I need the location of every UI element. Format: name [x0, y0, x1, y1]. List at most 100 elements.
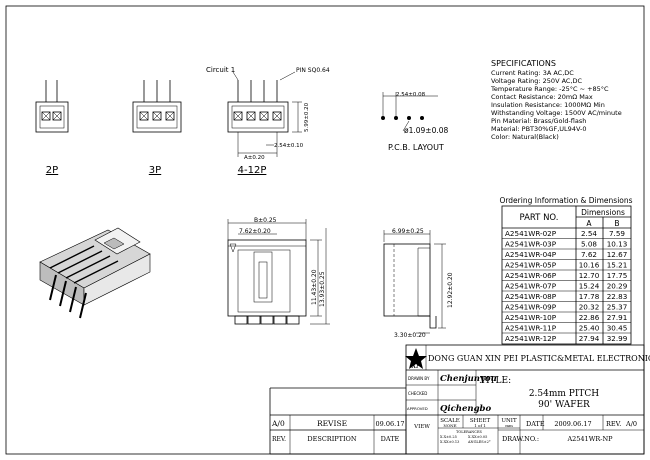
front-view: B±0.25 7.62±0.20 11.43±0.20 13.93±0.25 [227, 217, 330, 325]
col-b: B [614, 219, 619, 228]
col-date: DATE [381, 435, 400, 443]
order-dim-b: 7.59 [609, 229, 625, 238]
order-dim-b: 15.21 [607, 261, 628, 270]
title-label: TITLE: [480, 376, 511, 386]
order-dim-a: 17.78 [579, 292, 600, 301]
dim-h1: 11.43±0.20 [311, 269, 318, 305]
order-dim-b: 27.91 [607, 313, 628, 322]
dim-height-top: 5.99±0.20 [304, 102, 310, 132]
dim-side-bottom: 3.30±0.20 [394, 332, 426, 339]
drawno-value: A2541WR-NP [566, 435, 613, 443]
company-name: DONG GUAN XIN PEI PLASTIC&METAL ELECTRON… [428, 354, 650, 363]
company-logo: XP [405, 348, 427, 370]
order-part-no: A2541WR-11P [505, 324, 557, 333]
dim-pitch-bottom: 2.54±0.10 [274, 143, 304, 149]
tol-1: X.X±0.25 [440, 435, 457, 439]
spec-line: Temperature Range: -25°C ~ +85°C [490, 85, 609, 93]
col-rev: REV. [272, 436, 286, 443]
spec-title: SPECIFICATIONS [491, 59, 556, 68]
col-dims: Dimensions [581, 208, 625, 217]
order-part-no: A2541WR-12P [505, 334, 557, 343]
order-part-no: A2541WR-04P [505, 250, 557, 259]
order-part-no: A2541WR-03P [505, 240, 557, 249]
spec-line: Color: Natural(Black) [491, 133, 559, 141]
title-line1: 2.54mm PITCH [529, 389, 599, 399]
dim-a: A±0.20 [244, 155, 265, 161]
scale-label: SCALE [440, 418, 460, 424]
order-part-no: A2541WR-08P [505, 292, 557, 301]
specifications: SPECIFICATIONS Current Rating: 3A AC,DC … [490, 59, 622, 141]
col-part: PART NO. [520, 213, 559, 223]
order-dim-a: 12.70 [579, 271, 600, 280]
ordering-title: Ordering Information & Dimensions [499, 196, 632, 205]
order-dim-a: 5.08 [581, 240, 597, 249]
dim-inner: 7.62±0.20 [239, 228, 271, 235]
unit-label: UNIT [501, 418, 517, 424]
unit-value: mm [505, 423, 513, 428]
order-part-no: A2541WR-09P [505, 303, 557, 312]
spec-line: Insulation Resistance: 1000MΩ Min [491, 101, 605, 109]
order-part-no: A2541WR-05P [505, 261, 557, 270]
sheet-value: 1 of 1 [474, 423, 486, 428]
isometric-view [39, 227, 151, 319]
tol-title: TOLERANCES [456, 430, 483, 434]
order-part-no: A2541WR-10P [505, 313, 557, 322]
spec-line: Voltage Rating: 250V AC,DC [491, 77, 583, 85]
order-dim-a: 15.24 [579, 282, 600, 291]
order-dim-b: 10.13 [607, 240, 628, 249]
order-dim-b: 25.37 [607, 303, 628, 312]
order-dim-b: 20.29 [607, 282, 628, 291]
spec-line: Withstanding Voltage: 1500V AC/minute [491, 109, 622, 117]
order-dim-b: 12.67 [607, 250, 628, 259]
drawno-label: DRAW.NO.: [502, 435, 539, 443]
order-dim-b: 22.83 [607, 292, 628, 301]
col-desc: DESCRIPTION [307, 435, 356, 443]
tol-3: X.XX±0.13 [440, 440, 459, 444]
order-dim-a: 25.40 [579, 324, 600, 333]
title-line2: 90' WAFER [538, 400, 590, 410]
tol-2: X.XX±0.05 [468, 435, 487, 439]
label-3p: 3P [149, 165, 161, 176]
approved-label: APPROVED [407, 406, 428, 411]
dim-b: B±0.25 [254, 217, 277, 224]
label-4-12p: 4-12P [238, 165, 267, 176]
view-label: VIEW [413, 424, 430, 430]
rev-value: A/0 [625, 420, 637, 428]
side-view: 6.99±0.25 12.92±0.20 3.30±0.20 [383, 228, 454, 339]
rev-label: REV. [606, 420, 621, 428]
tol-4: ANGLES±2° [467, 440, 491, 444]
top-view-3p: 3P [132, 80, 182, 176]
date-label: DATE [526, 420, 545, 428]
order-dim-b: 17.75 [607, 271, 628, 280]
top-view-2p: 2P [35, 80, 69, 176]
order-dim-a: 22.86 [579, 313, 600, 322]
order-dim-a: 2.54 [581, 229, 597, 238]
pcb-layout-title: P.C.B. LAYOUT [388, 143, 444, 152]
spec-line: Material: PBT30%GF,UL94V-0 [491, 125, 587, 133]
spec-line: Current Rating: 3A AC,DC [491, 69, 574, 77]
order-dim-b: 32.99 [607, 334, 628, 343]
order-part-no: A2541WR-02P [505, 229, 557, 238]
date-value: 2009.06.17 [554, 420, 591, 428]
dim-pcb-pitch: 2.54±0.08 [396, 92, 426, 98]
checked-label: CHECKED [408, 391, 427, 396]
order-part-no: A2541WR-06P [505, 271, 557, 280]
spec-line: Pin Material: Brass/Gold-flash [491, 117, 586, 125]
order-part-no: A2541WR-07P [505, 282, 557, 291]
dim-h2: 13.93±0.25 [319, 271, 326, 307]
dim-side-height: 12.92±0.20 [447, 272, 454, 308]
logo-text: XP [411, 363, 421, 370]
drawn-by-label: DRAWN BY [408, 376, 430, 381]
rev-row-desc: REVISE [317, 419, 347, 428]
rev-row-rev: A/0 [271, 419, 285, 428]
sheet-label: SHEET [470, 418, 491, 424]
pin-sq-label: PIN SQ0.64 [296, 67, 330, 74]
pcb-layout: 2.54±0.08 ø1.09±0.08 P.C.B. LAYOUT [381, 92, 448, 152]
dim-side-width: 6.99±0.25 [392, 228, 424, 235]
spec-line: Contact Resistance: 20mΩ Max [491, 93, 593, 101]
title-block: XP DONG GUAN XIN PEI PLASTIC&METAL ELECT… [269, 344, 650, 455]
order-dim-a: 27.94 [579, 334, 600, 343]
circuit-label: Circuit 1 [206, 66, 235, 74]
drawn-by: Chenjunyou [440, 374, 497, 384]
